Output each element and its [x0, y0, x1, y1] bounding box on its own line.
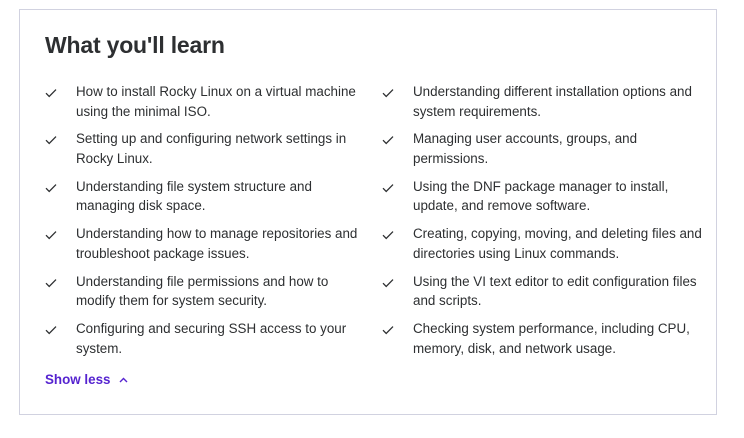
check-icon: [45, 319, 76, 335]
learning-objective-text: Using the DNF package manager to install…: [413, 178, 669, 214]
check-icon: [382, 129, 413, 145]
learning-objective-text: Managing user accounts, groups, and perm…: [413, 131, 638, 166]
learning-objectives-list: How to install Rocky Linux on a virtual …: [45, 82, 705, 366]
check-icon: [382, 319, 413, 335]
learning-objective-item: Understanding different installation opt…: [382, 82, 705, 129]
learning-objective-item: How to install Rocky Linux on a virtual …: [45, 82, 382, 129]
what-youll-learn-card: What you'll learn How to install Rocky L…: [19, 9, 717, 415]
chevron-up-icon: [111, 377, 128, 383]
learning-objective-item: Configuring and securing SSH access to y…: [45, 319, 382, 366]
check-icon: [45, 224, 76, 240]
learning-objective-text: Understanding different installation opt…: [413, 84, 692, 119]
learning-objective-item: Creating, copying, moving, and deleting …: [382, 224, 705, 271]
check-icon: [45, 177, 76, 193]
learning-objective-item: Managing user accounts, groups, and perm…: [382, 129, 705, 176]
learning-objective-item: Using the DNF package manager to install…: [382, 177, 705, 224]
learning-objective-text: Setting up and configuring network setti…: [76, 131, 347, 166]
learning-objective-item: Understanding file permissions and how t…: [45, 272, 382, 319]
section-title: What you'll learn: [45, 32, 225, 58]
learning-objective-text: Understanding file system structure and …: [76, 178, 312, 214]
learning-objective-text: Understanding how to manage repositories…: [76, 226, 358, 261]
learning-objective-text: Checking system performance, including C…: [413, 320, 690, 356]
check-icon: [382, 224, 413, 240]
learning-objective-text: Understanding file permissions and how t…: [76, 273, 329, 309]
check-icon: [45, 82, 76, 98]
show-less-label: Show less: [45, 372, 111, 387]
learning-objective-item: Setting up and configuring network setti…: [45, 129, 382, 176]
check-icon: [45, 272, 76, 288]
check-icon: [382, 272, 413, 288]
learning-objective-text: Using the VI text editor to edit configu…: [413, 273, 697, 309]
learning-objective-text: Configuring and securing SSH access to y…: [76, 320, 347, 356]
learning-objective-text: How to install Rocky Linux on a virtual …: [76, 84, 356, 119]
show-less-button[interactable]: Show less: [45, 372, 128, 387]
learning-objective-item: Understanding how to manage repositories…: [45, 224, 382, 271]
learning-objective-item: Checking system performance, including C…: [382, 319, 705, 366]
check-icon: [382, 177, 413, 193]
learning-objective-item: Understanding file system structure and …: [45, 177, 382, 224]
learning-objective-text: Creating, copying, moving, and deleting …: [413, 226, 702, 261]
learning-objective-item: Using the VI text editor to edit configu…: [382, 272, 705, 319]
check-icon: [382, 82, 413, 98]
check-icon: [45, 129, 76, 145]
